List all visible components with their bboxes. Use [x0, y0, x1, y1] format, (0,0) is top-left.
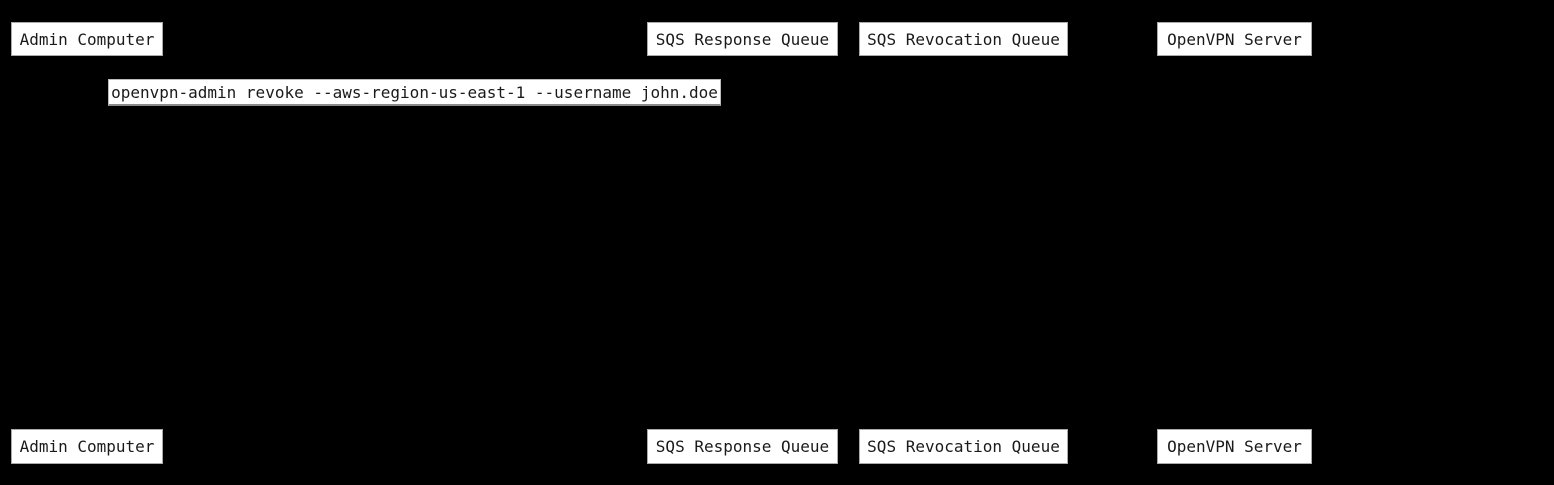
actor-top-admin-computer: Admin Computer [11, 22, 163, 56]
actor-top-openvpn-server: OpenVPN Server [1157, 22, 1312, 56]
actor-bottom-admin-computer: Admin Computer [11, 429, 163, 464]
actor-bottom-sqs-revocation-queue: SQS Revocation Queue [859, 429, 1068, 464]
message-label-revoke-command: openvpn-admin revoke --aws-region-us-eas… [108, 79, 721, 106]
actor-bottom-sqs-response-queue: SQS Response Queue [647, 429, 838, 464]
actor-top-sqs-response-queue: SQS Response Queue [647, 22, 838, 56]
actor-top-sqs-revocation-queue: SQS Revocation Queue [859, 22, 1068, 56]
actor-bottom-openvpn-server: OpenVPN Server [1157, 429, 1312, 464]
